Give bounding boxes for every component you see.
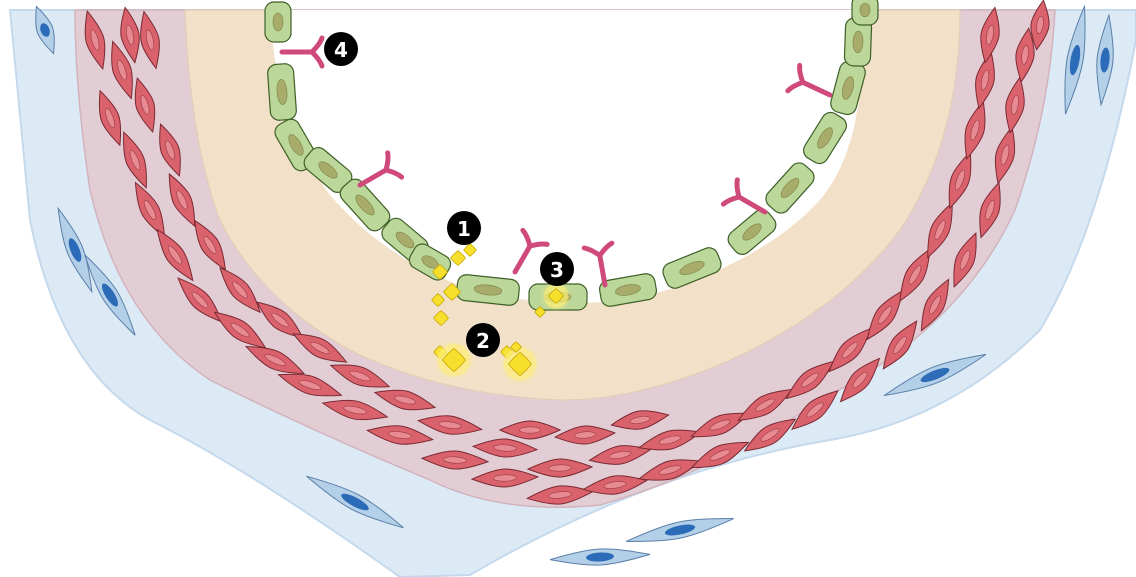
endothelial-cell <box>852 0 878 25</box>
fibroblast <box>550 546 651 567</box>
marker-3-label: 3 <box>550 258 564 282</box>
fibroblast <box>625 511 736 550</box>
lipid-particle <box>504 348 536 380</box>
marker-1: 1 <box>447 211 481 245</box>
marker-4: 4 <box>324 32 358 66</box>
endothelial-cell <box>267 63 297 121</box>
marker-1-label: 1 <box>457 217 471 241</box>
endothelial-cell <box>265 2 291 42</box>
marker-2-label: 2 <box>476 329 490 353</box>
lipid-particle <box>438 344 470 376</box>
marker-3: 3 <box>540 252 574 286</box>
lipid-particle <box>544 284 568 308</box>
marker-4-label: 4 <box>334 38 348 62</box>
marker-2: 2 <box>466 323 500 357</box>
